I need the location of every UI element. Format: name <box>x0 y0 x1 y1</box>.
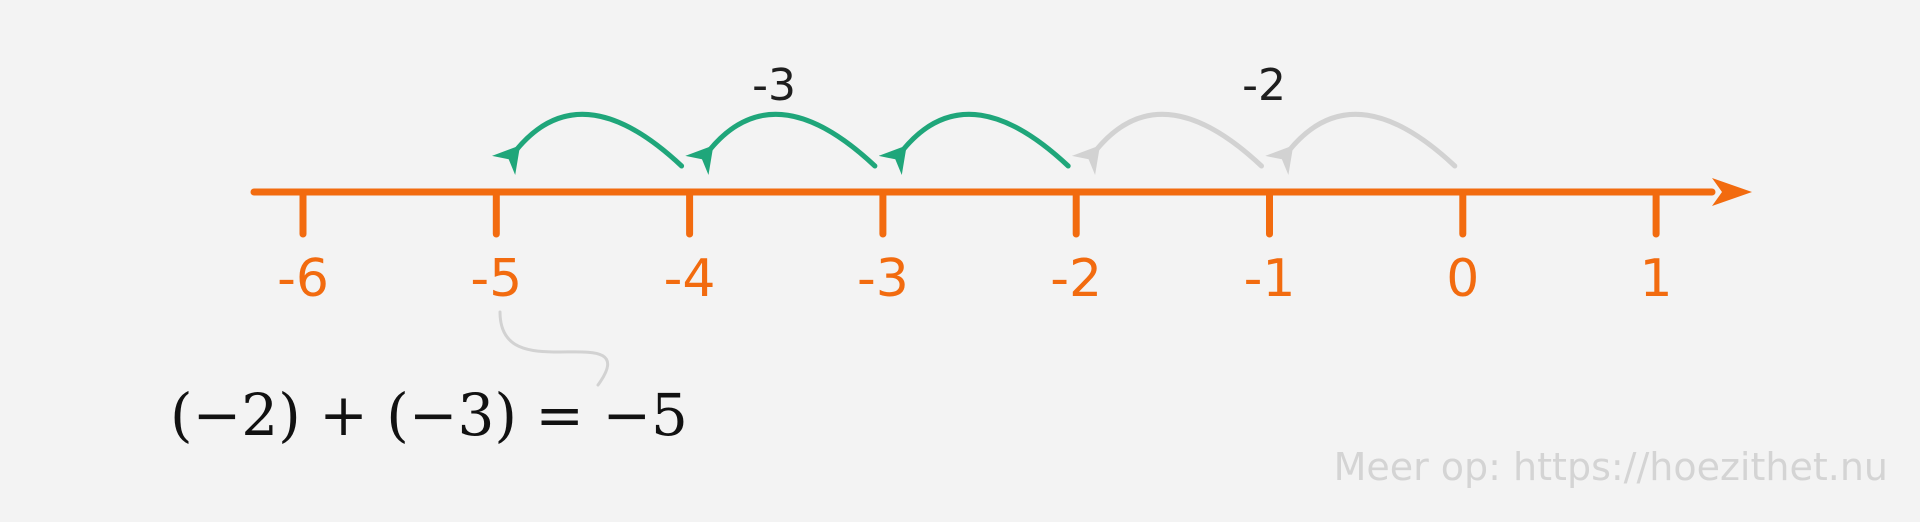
tick-label: -4 <box>664 249 716 309</box>
tick-label: 0 <box>1446 249 1479 309</box>
tick-label: -1 <box>1244 249 1296 309</box>
tick-label: -3 <box>857 249 909 309</box>
jump-label-minus-3: -3 <box>752 60 796 111</box>
watermark-text: Meer op: https://hoezithet.nu <box>1334 445 1888 489</box>
tick-label: -5 <box>470 249 522 309</box>
axis-arrowhead-icon <box>1712 178 1752 206</box>
equation-connector <box>498 310 610 387</box>
tick-label: -2 <box>1050 249 1102 309</box>
addition-equation: (−2) + (−3) = −5 <box>170 381 688 449</box>
jump-arc-green <box>878 111 1071 175</box>
tick-group: -6 -5 -4 -3 -2 -1 0 1 <box>277 188 1673 309</box>
tick-label: -6 <box>277 249 329 309</box>
jump-label-minus-2: -2 <box>1242 60 1286 111</box>
jump-arc-gray <box>1071 111 1264 175</box>
jump-arc-green <box>685 111 878 175</box>
jump-arcs <box>492 111 1458 175</box>
tick-label: 1 <box>1640 249 1673 309</box>
jump-arc-gray <box>1265 111 1458 175</box>
jump-arc-green <box>492 111 685 175</box>
